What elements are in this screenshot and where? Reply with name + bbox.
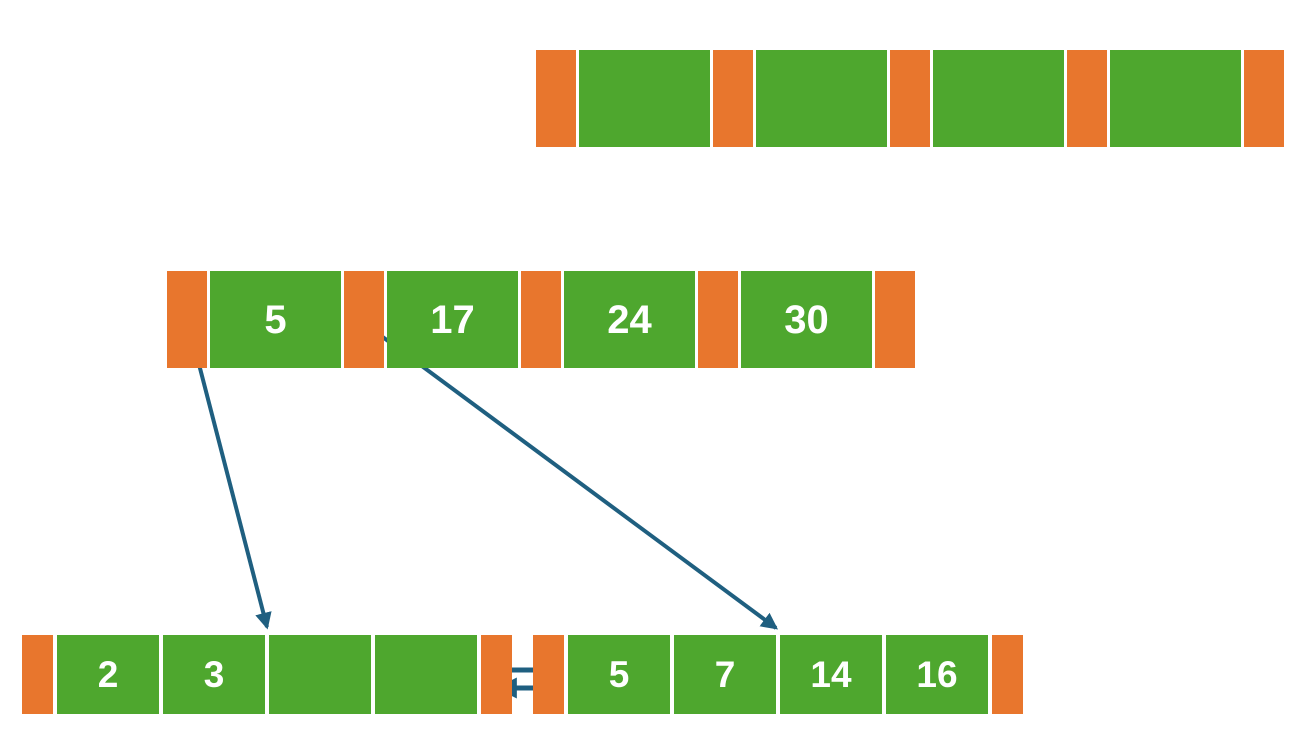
page-row-middle: 5 17 24 30 <box>167 271 915 368</box>
record-cell: 16 <box>886 635 988 714</box>
page-separator <box>875 271 915 368</box>
record-cell: 5 <box>210 271 341 368</box>
record-cell: 24 <box>564 271 695 368</box>
record-cell: 17 <box>387 271 518 368</box>
record-cell <box>375 635 477 714</box>
record-cell <box>269 635 371 714</box>
leaf-page-right: 5 7 14 16 <box>533 635 1023 714</box>
record-cell <box>1110 50 1241 147</box>
page-separator <box>481 635 512 714</box>
record-cell: 2 <box>57 635 159 714</box>
page-separator <box>1244 50 1284 147</box>
record-cell <box>579 50 710 147</box>
page-separator <box>992 635 1023 714</box>
page-separator <box>533 635 564 714</box>
page-row-top <box>536 50 1284 147</box>
page-separator <box>890 50 930 147</box>
record-cell <box>756 50 887 147</box>
record-cell: 30 <box>741 271 872 368</box>
page-separator <box>344 271 384 368</box>
page-separator <box>1067 50 1107 147</box>
page-separator <box>713 50 753 147</box>
record-cell: 14 <box>780 635 882 714</box>
page-separator <box>536 50 576 147</box>
page-separator <box>521 271 561 368</box>
page-separator <box>167 271 207 368</box>
record-cell: 7 <box>674 635 776 714</box>
record-cell: 5 <box>568 635 670 714</box>
leaf-page-left: 2 3 <box>22 635 512 714</box>
page-separator <box>22 635 53 714</box>
page-separator <box>698 271 738 368</box>
record-cell <box>933 50 1064 147</box>
record-cell: 3 <box>163 635 265 714</box>
